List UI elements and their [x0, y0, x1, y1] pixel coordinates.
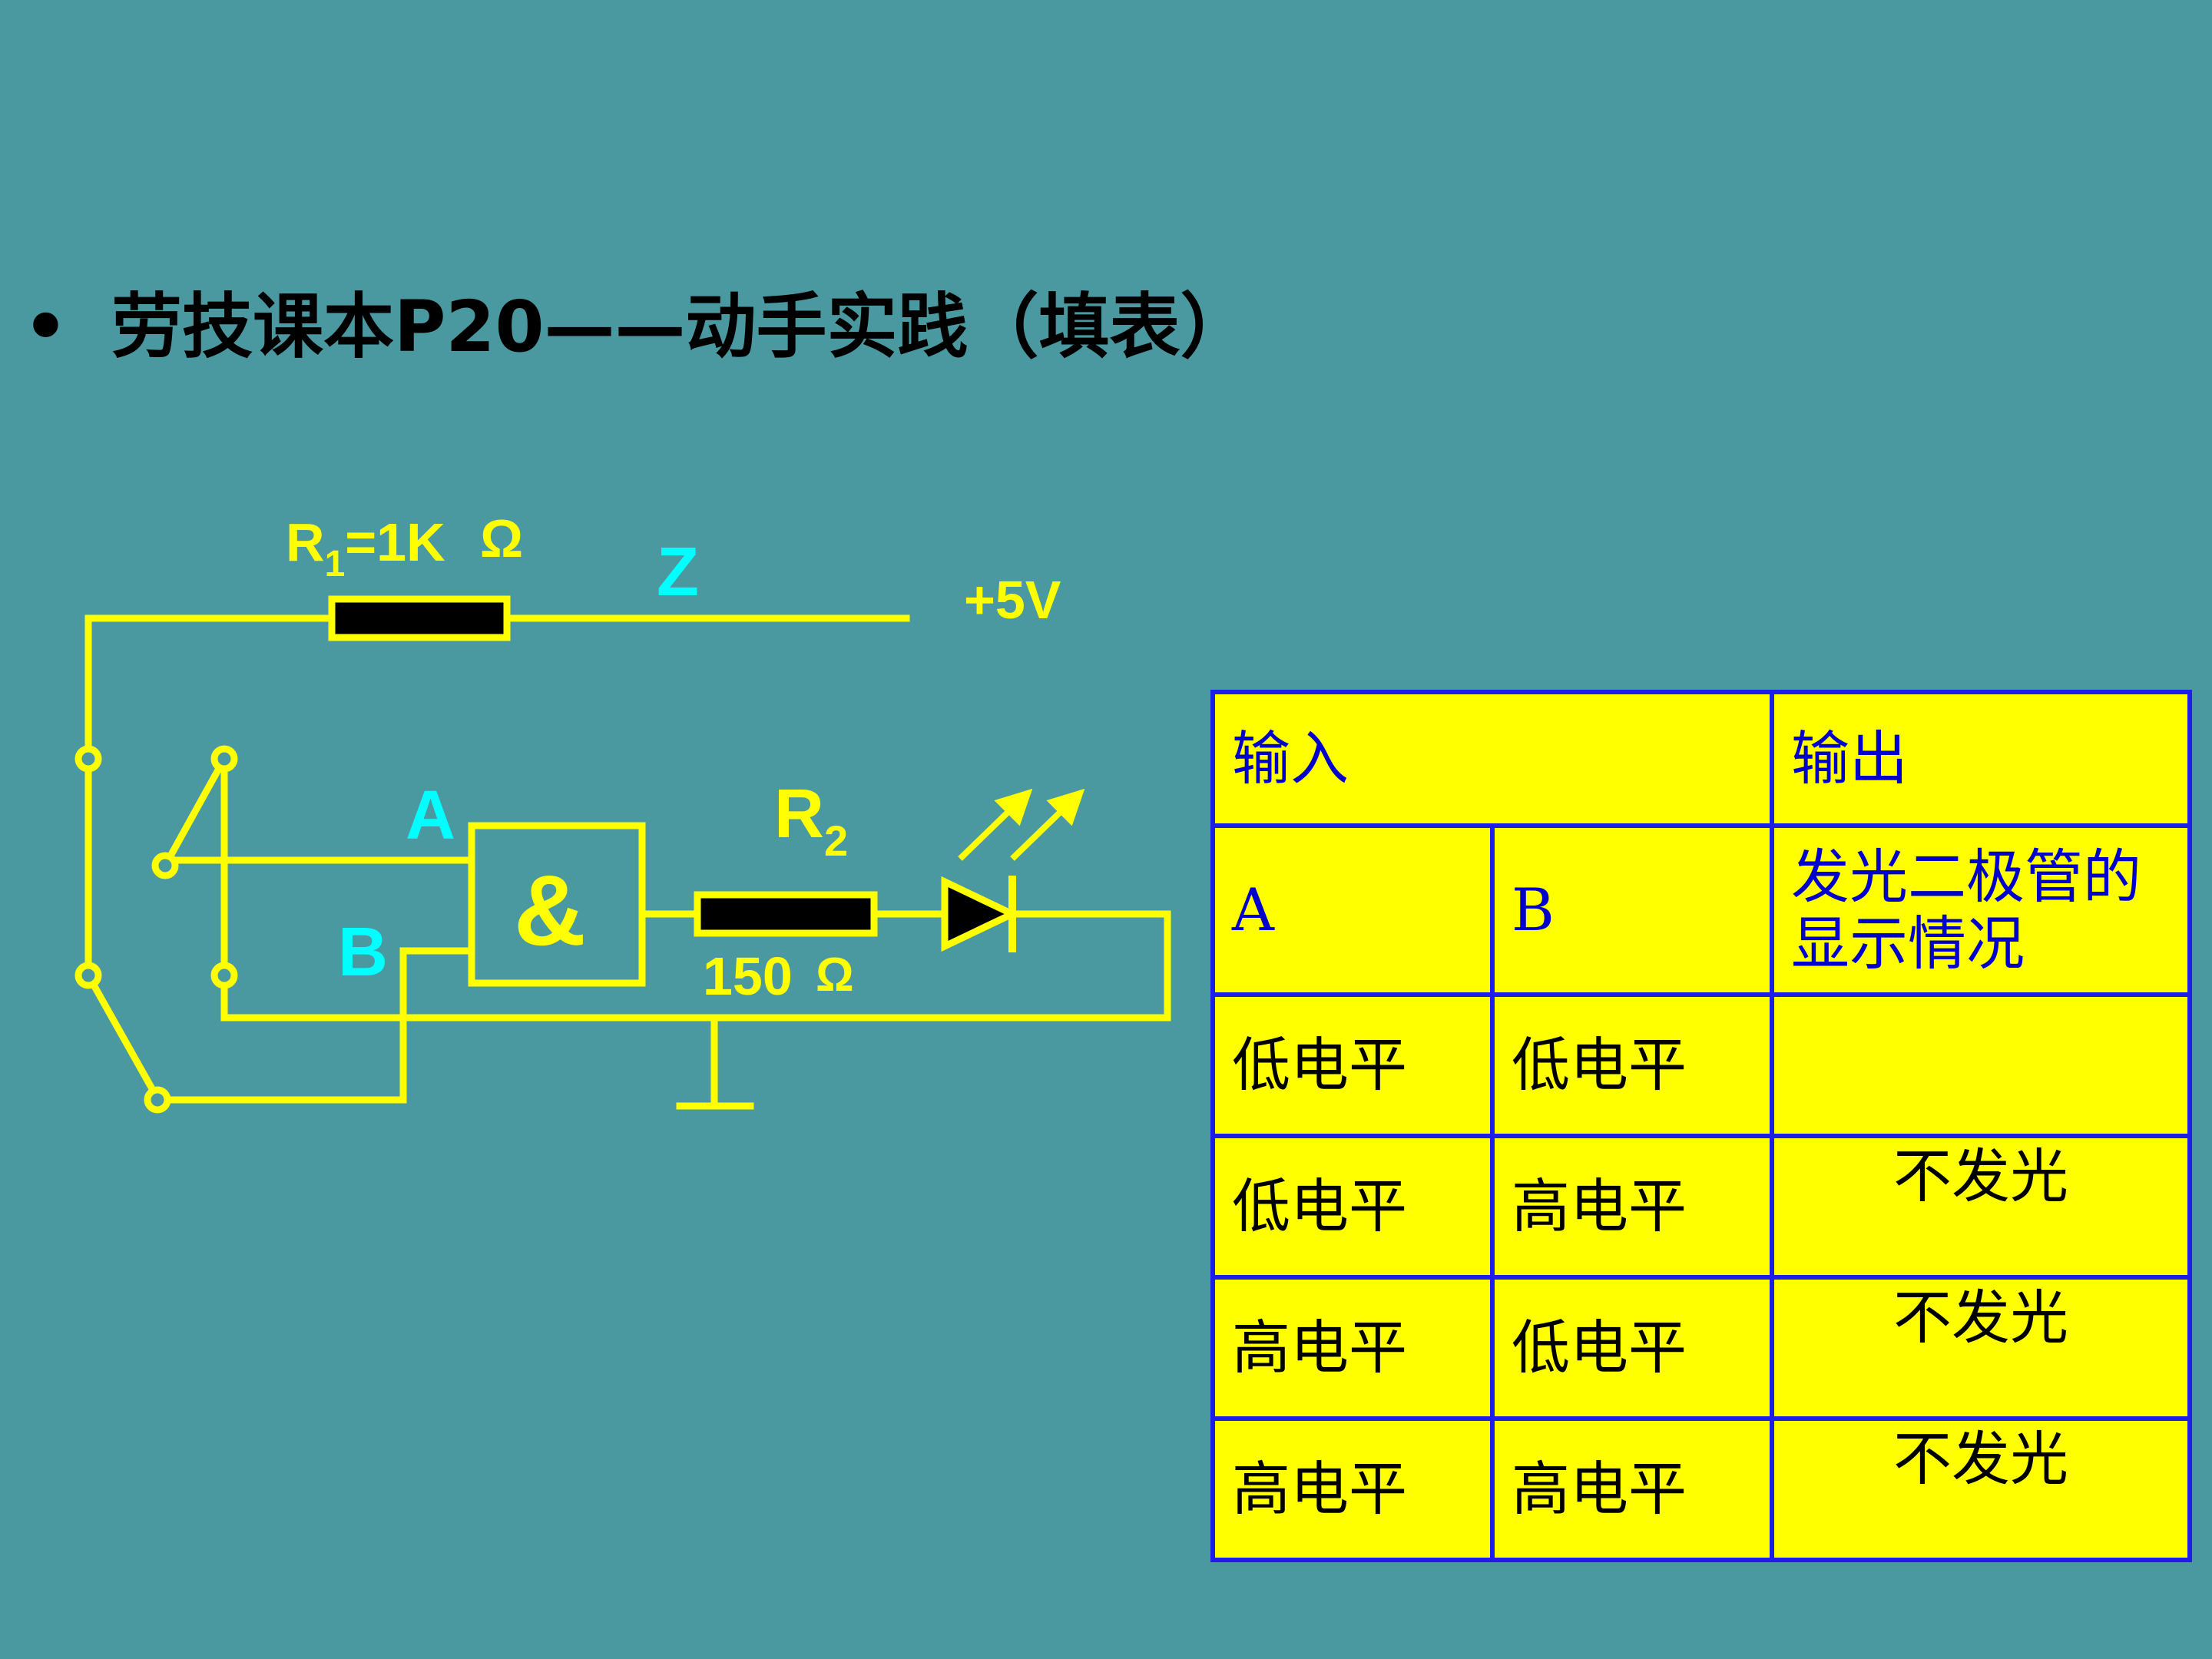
led-icon: [941, 788, 1085, 952]
table-row: 低电平 高电平 不发光: [1210, 1134, 2192, 1280]
slide-title: •劳技课本P20——动手实践（填表）: [23, 292, 1250, 363]
node-z-label: Z: [657, 534, 699, 611]
terminal-mid-lower: [210, 962, 238, 989]
r1-unit-label: Ω: [480, 508, 523, 568]
truth-table: 输入 输出 A B 发光二极管的显示情况 低电平 低电平 低电平 高电平 不发光…: [1210, 690, 2192, 1562]
terminal-switch-a-pivot: [151, 852, 179, 879]
header-input: 输入: [1210, 690, 1774, 828]
cell-a: 低电平: [1210, 1134, 1495, 1280]
terminal-switch-b-pivot: [144, 1086, 171, 1114]
r1-resistor: [328, 595, 511, 641]
cell-b: 高电平: [1490, 1416, 1774, 1562]
terminal-switch-a-top: [210, 745, 238, 773]
wire-b-to-gate: [154, 947, 475, 1104]
r2-unit-label: Ω: [816, 949, 854, 1002]
r2-label: R2: [774, 776, 848, 865]
input-a-label: A: [406, 777, 455, 854]
cell-b: 高电平: [1490, 1134, 1774, 1280]
cell-a: 高电平: [1210, 1275, 1495, 1421]
supply-label: +5V: [964, 570, 1061, 630]
and-gate: [468, 822, 646, 987]
title-text: 劳技课本P20——动手实践（填表）: [111, 286, 1251, 368]
switch-a-blade: [160, 753, 230, 871]
col-a-header: A: [1210, 823, 1495, 997]
ground-symbol: [676, 1014, 754, 1110]
cell-output[interactable]: [1770, 992, 2192, 1138]
and-gate-symbol: &: [514, 854, 586, 966]
cell-a: 低电平: [1210, 992, 1495, 1138]
cell-a: 高电平: [1210, 1416, 1495, 1562]
terminal-left-upper: [75, 745, 102, 773]
bullet-point: •: [23, 286, 68, 368]
cell-b: 低电平: [1490, 1275, 1774, 1421]
input-b-label: B: [338, 914, 388, 991]
ground-rail: [220, 910, 1171, 1022]
terminal-left-lower: [75, 962, 102, 989]
table-row: 低电平 低电平: [1210, 992, 2192, 1138]
r2-value-label: 150: [703, 946, 793, 1006]
cell-output[interactable]: 不发光: [1770, 1416, 2192, 1562]
cell-b: 低电平: [1490, 992, 1774, 1138]
switch-b-blade: [83, 970, 163, 1104]
col-led-header: 发光二极管的显示情况: [1770, 823, 2192, 997]
table-row: 高电平 低电平 不发光: [1210, 1275, 2192, 1421]
r1-label: R1=1K: [286, 512, 445, 584]
table-subheader-row: A B 发光二极管的显示情况: [1210, 823, 2192, 997]
header-output: 输出: [1770, 690, 2192, 828]
cell-output[interactable]: 不发光: [1770, 1134, 2192, 1280]
r2-resistor: [694, 891, 878, 937]
table-row: 高电平 高电平 不发光: [1210, 1416, 2192, 1562]
table-header-row: 输入 输出: [1210, 690, 2192, 828]
col-b-header: B: [1490, 823, 1774, 997]
cell-output[interactable]: 不发光: [1770, 1275, 2192, 1421]
